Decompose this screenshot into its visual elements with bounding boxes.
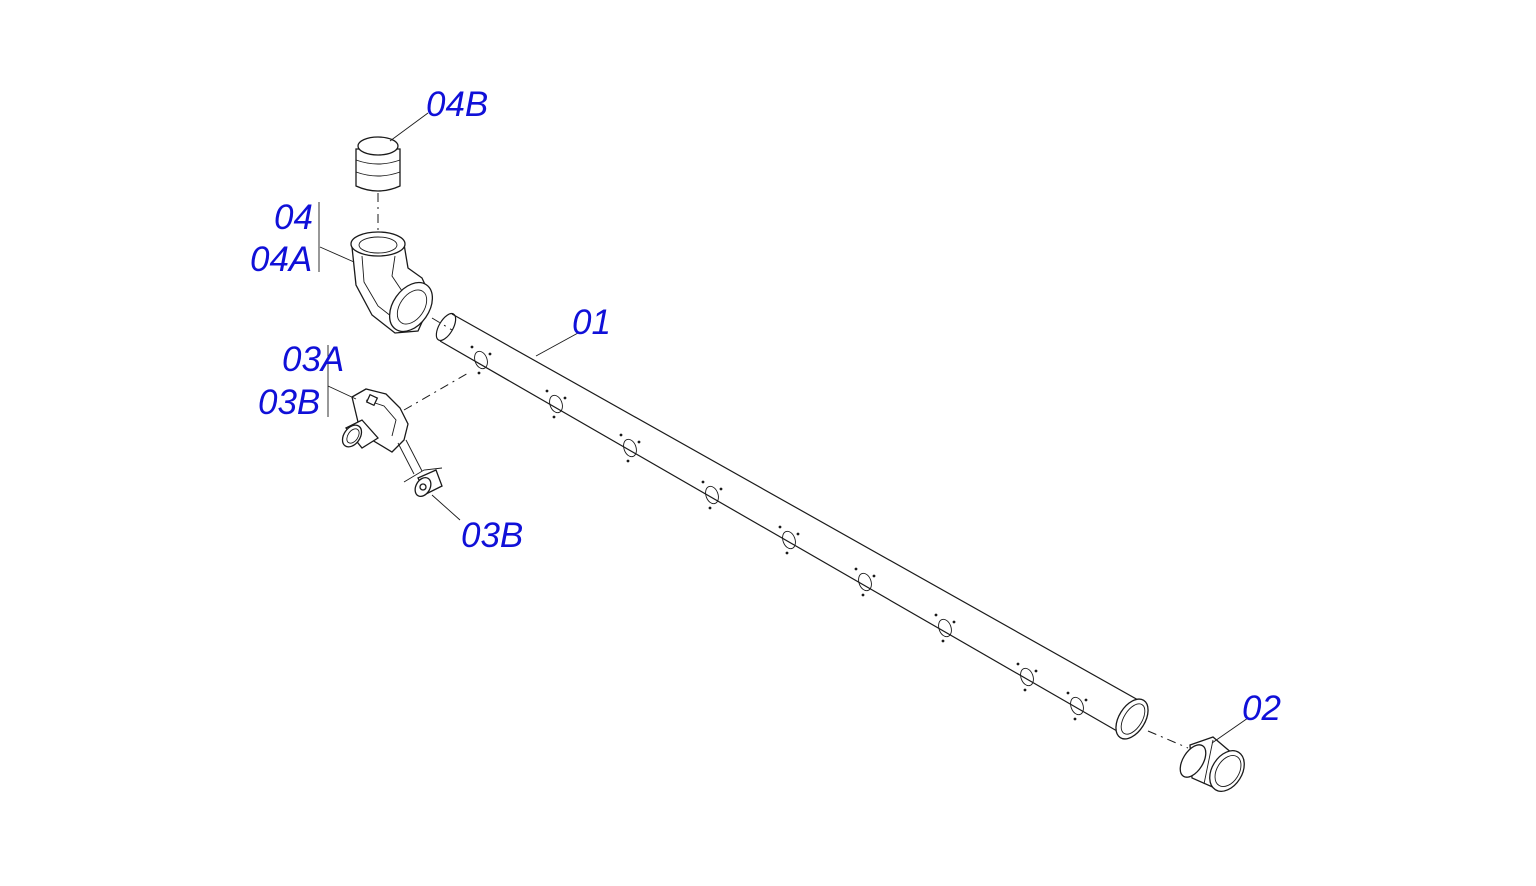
elbow-plug-part <box>355 136 401 192</box>
pipe-holes <box>470 345 1088 721</box>
leader-02 <box>1211 717 1249 744</box>
label-04: 04 <box>274 198 313 237</box>
label-02: 02 <box>1242 689 1281 728</box>
pipe-hole <box>1066 691 1088 721</box>
leader-lines <box>318 112 1249 744</box>
label-03: 03A <box>282 340 344 379</box>
pipe-hole <box>934 613 956 643</box>
leader-01 <box>535 332 579 357</box>
elbow-part <box>350 193 453 334</box>
leader-04 <box>319 246 355 263</box>
pipe-hole <box>854 567 876 597</box>
leader-03B <box>431 494 461 521</box>
pipe-hole <box>778 525 800 555</box>
label-03B: 03B <box>461 516 523 555</box>
nozzle-cap-part <box>403 467 443 497</box>
label-04A: 04A <box>250 240 312 279</box>
nozzle-bracket-part <box>341 371 471 475</box>
pipe-hole <box>619 433 641 463</box>
label-04B: 04B <box>426 85 488 124</box>
pipe-part <box>435 312 1149 740</box>
label-01: 01 <box>572 303 611 342</box>
label-03A: 03B <box>258 383 320 422</box>
pipe-hole <box>701 480 723 510</box>
leader-03 <box>327 385 357 400</box>
end-cap-part <box>1147 730 1245 792</box>
pipe-hole <box>1016 662 1038 692</box>
leader-04B <box>389 112 429 142</box>
pipe-hole <box>545 389 567 419</box>
pipe-hole <box>470 345 492 375</box>
part-labels: 04B 04 04A 01 03A 03B 03B 02 <box>250 85 1281 728</box>
